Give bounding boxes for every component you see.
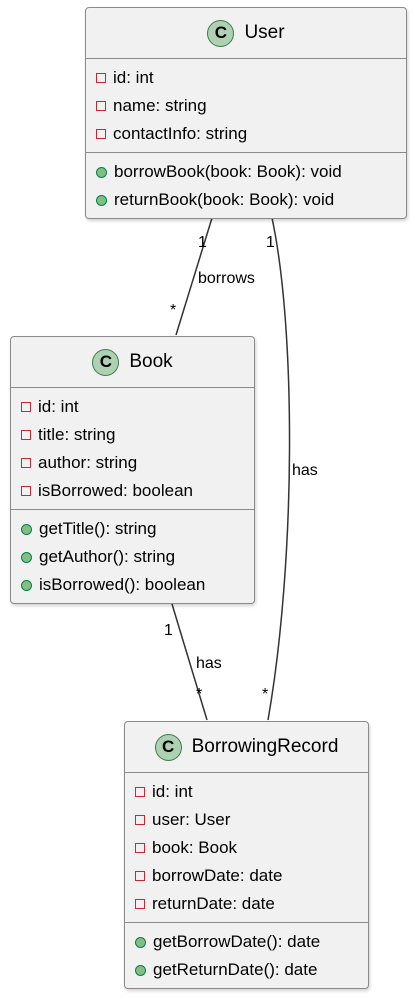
- class-c-icon: C: [207, 19, 235, 47]
- private-square-icon: [96, 73, 106, 83]
- attributes-section: id: int title: string author: string isB…: [11, 388, 254, 510]
- edge-user-book: [175, 217, 213, 336]
- edge-book-record-to-multiplicity: *: [196, 686, 203, 703]
- class-user[interactable]: C User id: int name: string contactInfo:…: [85, 7, 407, 219]
- class-book[interactable]: C Book id: int title: string author: str…: [10, 336, 255, 604]
- public-circle-icon: [21, 579, 32, 591]
- method: borrowBook(book: Book): void: [86, 158, 406, 186]
- class-header: C Book: [11, 337, 254, 388]
- class-name: User: [244, 22, 285, 43]
- attribute: id: int: [125, 778, 368, 806]
- attribute: returnDate: date: [125, 890, 368, 918]
- attribute: borrowDate: date: [125, 862, 368, 890]
- class-name: BorrowingRecord: [191, 736, 339, 757]
- edge-book-record-from-multiplicity: 1: [164, 622, 173, 639]
- method: returnBook(book: Book): void: [86, 186, 406, 214]
- public-circle-icon: [96, 166, 107, 178]
- method: getReturnDate(): date: [125, 956, 368, 984]
- private-square-icon: [96, 101, 106, 111]
- class-c-icon: C: [92, 348, 120, 376]
- private-square-icon: [21, 430, 31, 440]
- class-borrowingrecord[interactable]: C BorrowingRecord id: int user: User boo…: [124, 721, 369, 989]
- attribute: name: string: [86, 92, 406, 120]
- attribute: isBorrowed: boolean: [11, 477, 254, 505]
- edge-user-record-to-multiplicity: *: [262, 686, 269, 703]
- method: getBorrowDate(): date: [125, 928, 368, 956]
- edge-user-record-from-multiplicity: 1: [266, 234, 275, 251]
- private-square-icon: [135, 843, 145, 853]
- methods-section: getBorrowDate(): date getReturnDate(): d…: [125, 923, 368, 988]
- edge-book-record-label: has: [196, 655, 222, 672]
- attribute: contactInfo: string: [86, 120, 406, 148]
- edge-user-book-to-multiplicity: *: [170, 302, 177, 319]
- method: getTitle(): string: [11, 515, 254, 543]
- edge-user-book-from-multiplicity: 1: [198, 234, 207, 251]
- attribute: book: Book: [125, 834, 368, 862]
- attribute: title: string: [11, 421, 254, 449]
- private-square-icon: [21, 402, 31, 412]
- edge-user-record-label: has: [292, 462, 318, 479]
- methods-section: getTitle(): string getAuthor(): string i…: [11, 510, 254, 603]
- private-square-icon: [135, 871, 145, 881]
- attributes-section: id: int name: string contactInfo: string: [86, 59, 406, 153]
- method: getAuthor(): string: [11, 543, 254, 571]
- private-square-icon: [96, 129, 106, 139]
- attribute: id: int: [86, 64, 406, 92]
- public-circle-icon: [21, 523, 32, 535]
- attribute: id: int: [11, 393, 254, 421]
- private-square-icon: [21, 458, 31, 468]
- public-circle-icon: [21, 551, 32, 563]
- public-circle-icon: [96, 194, 107, 206]
- public-circle-icon: [135, 964, 146, 976]
- class-name: Book: [129, 351, 173, 372]
- attribute: author: string: [11, 449, 254, 477]
- private-square-icon: [21, 486, 31, 496]
- public-circle-icon: [135, 936, 146, 948]
- private-square-icon: [135, 787, 145, 797]
- class-c-icon: C: [154, 733, 182, 761]
- edge-user-book-label: borrows: [198, 270, 255, 287]
- edge-book-record: [171, 603, 208, 721]
- class-header: C User: [86, 8, 406, 59]
- attributes-section: id: int user: User book: Book borrowDate…: [125, 773, 368, 923]
- class-header: C BorrowingRecord: [125, 722, 368, 773]
- private-square-icon: [135, 815, 145, 825]
- methods-section: borrowBook(book: Book): void returnBook(…: [86, 153, 406, 218]
- attribute: user: User: [125, 806, 368, 834]
- private-square-icon: [135, 899, 145, 909]
- edge-user-record: [267, 217, 291, 721]
- method: isBorrowed(): boolean: [11, 571, 254, 599]
